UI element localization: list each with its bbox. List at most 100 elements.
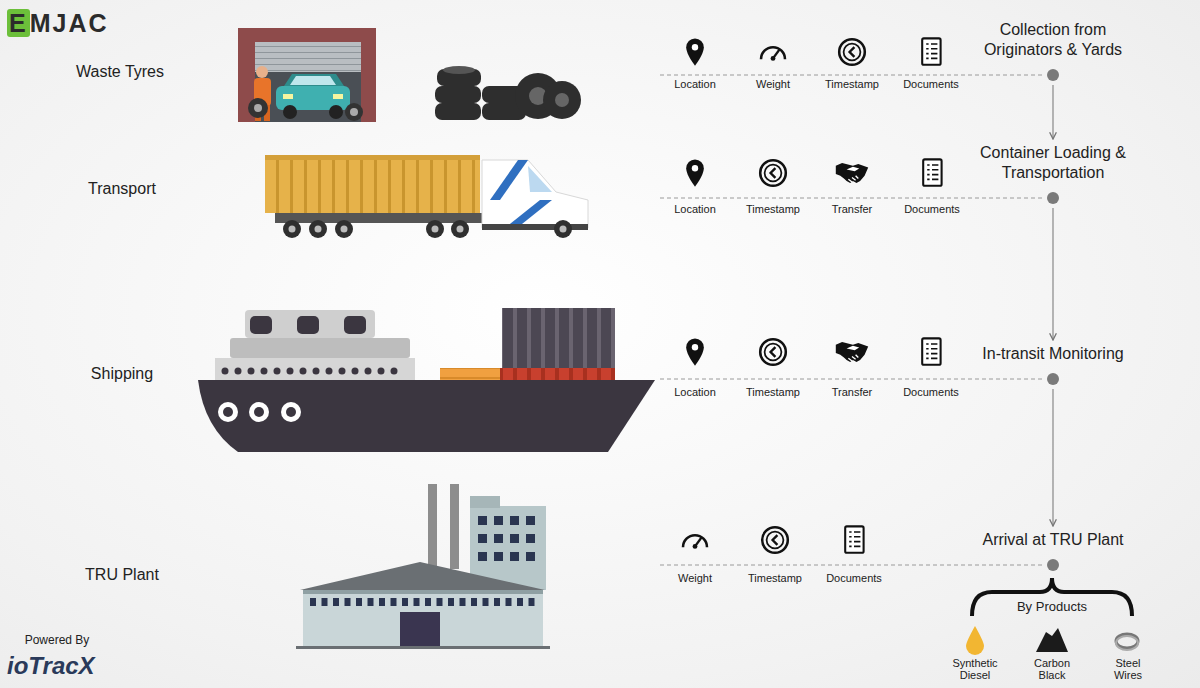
truck-illustration-part: [528, 166, 552, 192]
ship-illustration-part-part: [222, 368, 229, 375]
truck-illustration-part: [265, 155, 480, 160]
stage-node: Collection from Originators & Yards: [963, 20, 1143, 82]
tracking-icons-part: [762, 527, 788, 553]
by-product-icons-part: [1036, 628, 1068, 652]
tyre-stack-part: [555, 93, 569, 107]
label: Timestamp: [733, 386, 813, 399]
by-product-icons-part: [966, 626, 984, 655]
label: Waste Tyres: [45, 62, 195, 82]
plant-illustration-part-part: [526, 552, 535, 561]
plant-illustration-part-part: [414, 598, 420, 606]
label: Steel Wires: [1102, 657, 1154, 681]
tracking-icons-part: [845, 526, 863, 552]
plant-illustration-part-part: [425, 598, 431, 606]
ship-illustration-part-part: [281, 402, 301, 422]
tracking-icons-part: [760, 339, 786, 365]
tyre-stack-part: [543, 81, 581, 119]
ship-illustration-part-part: [286, 407, 296, 417]
ship-illustration: [198, 308, 655, 452]
plant-illustration-part-part: [478, 552, 487, 561]
stage-node: Arrival at TRU Plant: [963, 530, 1143, 572]
tracking-icons-part: [686, 338, 704, 365]
truck-illustration-part-part: [283, 220, 301, 238]
tracking-icons-part: [836, 163, 868, 183]
ship-illustration-part-part: [235, 368, 242, 375]
ship-illustration-part-part: [254, 407, 264, 417]
plant-illustration-part-part: [494, 552, 503, 561]
plant-illustration-part-part: [448, 598, 454, 606]
plant-illustration-part: [296, 646, 550, 649]
tracking-icons-part: [922, 338, 940, 364]
flow-arrow: [1052, 389, 1053, 526]
logo-text: ioTracX: [7, 652, 117, 680]
stage-dot: [1047, 373, 1059, 385]
label: Documents: [891, 78, 971, 91]
stage-node: Container Loading & Transportation: [963, 143, 1143, 205]
plant-illustration-part-part: [356, 598, 362, 606]
ship-illustration-part: [297, 316, 319, 334]
tracking-icons-part: [836, 342, 868, 362]
plant-illustration-part: [303, 590, 543, 594]
truck-illustration-part-part: [289, 226, 296, 233]
ship-illustration-part-part: [249, 402, 269, 422]
stage-label: Container Loading & Transportation: [967, 143, 1139, 183]
plant-illustration-part-part: [526, 516, 535, 525]
truck-illustration-part-part: [309, 220, 327, 238]
label: Timestamp: [733, 203, 813, 216]
by-product-icons: [966, 626, 1138, 655]
plant-illustration-part-part: [510, 516, 519, 525]
ship-illustration-part: [344, 316, 366, 334]
dashed-guides-part: [660, 75, 1044, 76]
plant-illustration-part-part: [483, 598, 489, 606]
stage-label: Arrival at TRU Plant: [967, 530, 1139, 550]
plant-illustration-part-part: [526, 534, 535, 543]
tracking-icons-part: [923, 159, 941, 185]
logo-text: EMJAC: [7, 8, 117, 38]
ship-illustration-part-part: [300, 368, 307, 375]
label: Transfer: [812, 203, 892, 216]
truck-illustration-part-part: [560, 226, 567, 233]
dashed-guides-part: [660, 198, 1044, 199]
plant-illustration-part: [428, 484, 437, 569]
truck-illustration-part: [490, 160, 528, 200]
garage-illustration-part: [248, 98, 268, 118]
label: Shipping: [47, 364, 197, 384]
plant-illustration-part-part: [517, 598, 523, 606]
truck-illustration: [265, 155, 588, 238]
tyre-stack-part: [443, 66, 475, 74]
plant-illustration-part-part: [322, 598, 328, 606]
ship-illustration-part: [222, 368, 398, 375]
ship-illustration-part-part: [378, 368, 385, 375]
plant-illustration-part-part: [460, 598, 466, 606]
truck-illustration-part-part: [554, 220, 572, 238]
garage-illustration-part: [290, 76, 336, 85]
plant-illustration-part: [303, 590, 543, 648]
garage-illustration-part: [329, 105, 343, 119]
ship-illustration-part: [230, 338, 410, 358]
truck-illustration-part-part: [335, 220, 353, 238]
truck-illustration-part: [283, 220, 572, 238]
truck-illustration-part-part: [432, 226, 439, 233]
tracking-icons: [683, 38, 942, 552]
plant-illustration-part-part: [506, 598, 512, 606]
truck-illustration-part-part: [426, 220, 444, 238]
ship-illustration-part: [223, 407, 296, 417]
ship-illustration-part-part: [352, 368, 359, 375]
truck-illustration-part-part: [451, 220, 469, 238]
ship-illustration-part-part: [326, 368, 333, 375]
garage-illustration-part: [350, 108, 358, 116]
label: Documents: [892, 203, 972, 216]
ship-illustration-part: [218, 402, 301, 422]
garage-illustration-part: [283, 105, 297, 119]
label: Synthetic Diesel: [946, 657, 1004, 681]
plant-illustration-part-part: [437, 598, 443, 606]
label: Weight: [655, 572, 735, 585]
plant-illustration-part-part: [510, 552, 519, 561]
plant-illustration-part: [478, 516, 535, 561]
ship-illustration-part-part: [261, 368, 268, 375]
stage-dot: [1047, 192, 1059, 204]
label: Timestamp: [735, 572, 815, 585]
ship-illustration-part-part: [313, 368, 320, 375]
